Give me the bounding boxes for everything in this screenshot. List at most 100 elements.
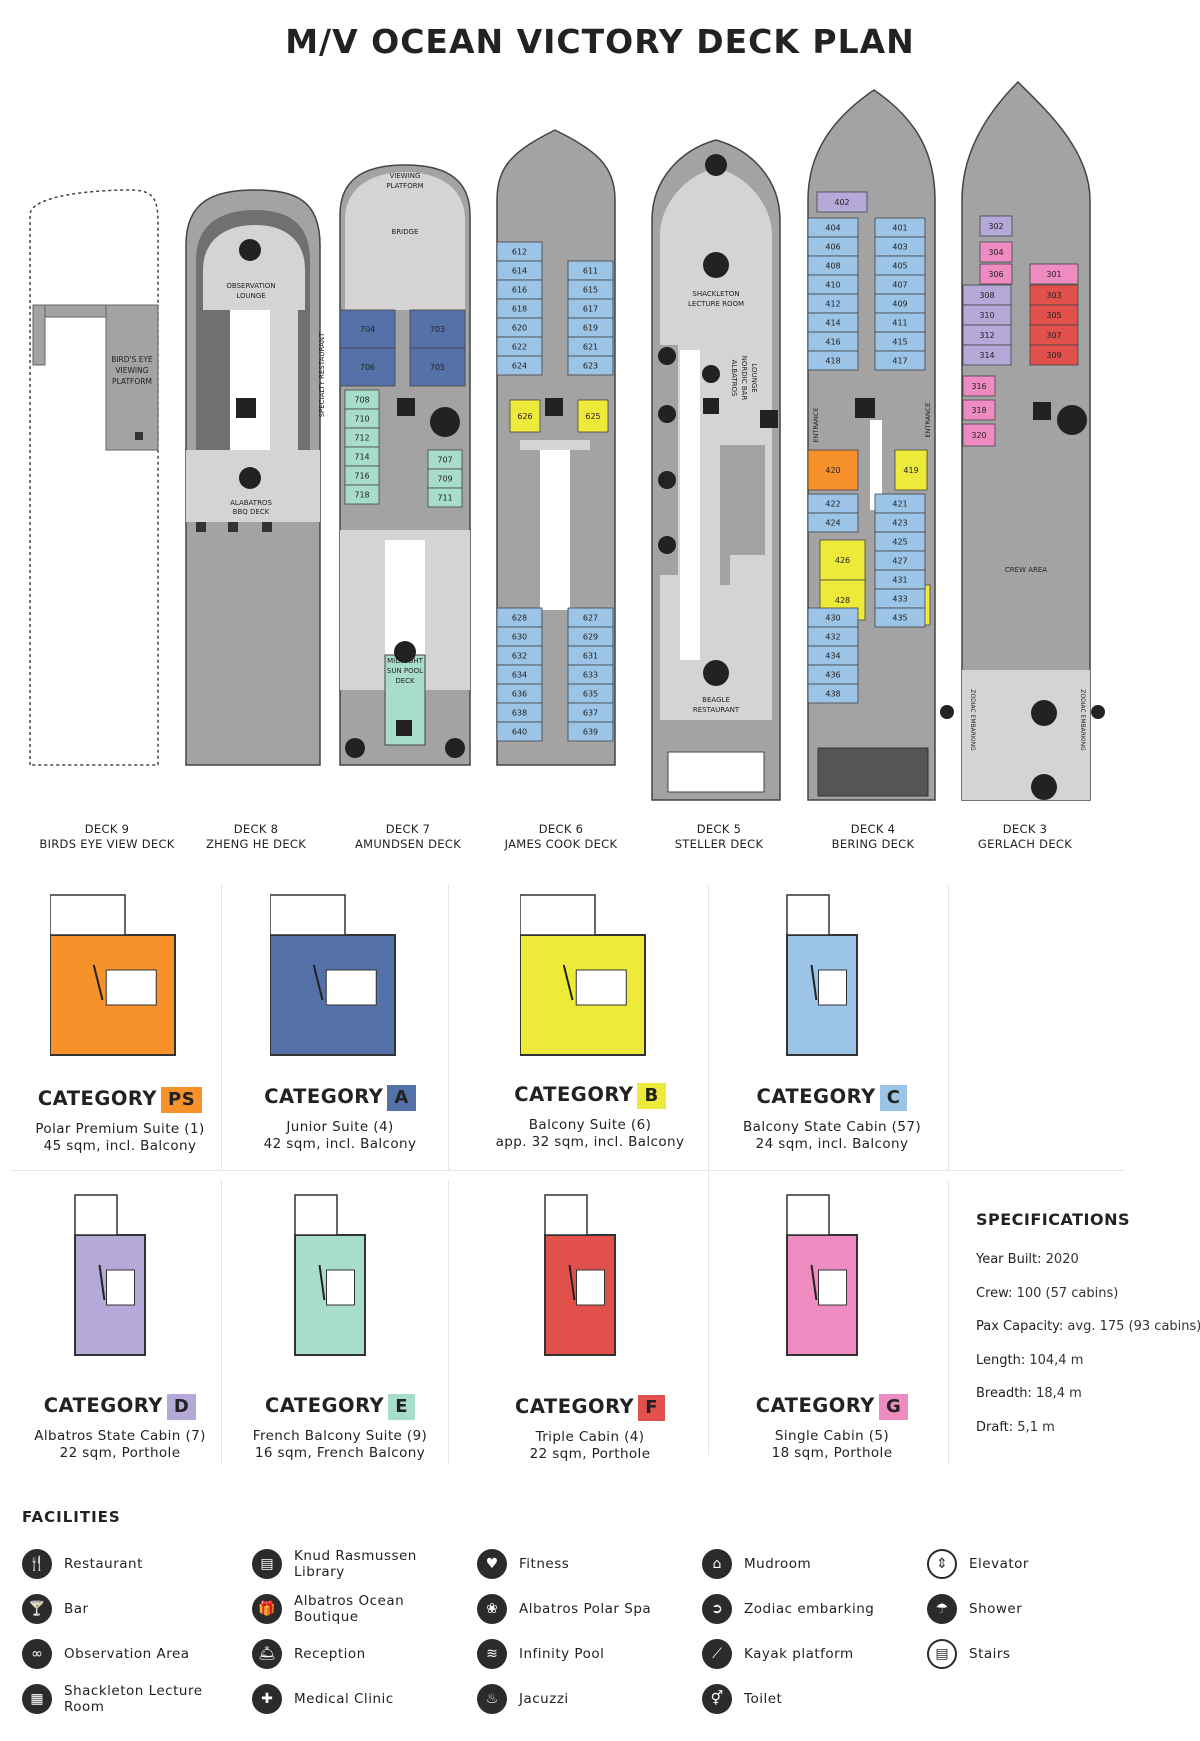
elevator-icon: ⇕ [927,1549,957,1579]
cabin-plan-b [520,894,646,1056]
deck-3-outline: CREW AREA ZODIAC EMBARKING ZODIAC EMBARK… [940,80,1105,801]
cabin-label-318: 318 [971,406,986,415]
deck9-area-2: VIEWING [115,366,148,375]
spec-label: Crew: [976,1285,1013,1301]
deck4-elevator-icon [855,398,875,418]
deck-name: GERLACH DECK [977,837,1073,851]
facility-boutique: 🎁Albatros Ocean Boutique [252,1590,472,1630]
cabin-label-432: 432 [825,633,840,642]
stairs-icon: ▤ [927,1639,957,1669]
cabin-label-420: 420 [825,466,840,475]
deck-5-outline: SHACKLETON LECTURE ROOM ALBATROS NORDIC … [651,139,781,801]
deck8-bbq-binoculars-icon [239,467,261,489]
facility-pool: ≋ Infinity Pool [477,1635,697,1675]
facility-label: Shower [969,1601,1023,1617]
facility-spa-lotus: ❀Albatros Polar Spa [477,1590,697,1630]
deck6-elevator-icon [545,398,563,416]
cabin-label-636: 636 [512,690,527,699]
deck-number: DECK 7 [385,822,431,836]
spec-item: Breadth: 18,4 m [976,1386,1082,1401]
cabin-label-416: 416 [825,338,840,347]
cabin-625 [577,399,609,433]
category-line-1: French Balcony Suite (9) [252,1428,428,1444]
cabin-label-401: 401 [892,224,907,233]
category-line-2: 42 sqm, incl. Balcony [263,1136,417,1152]
library-icon: ▤ [252,1549,282,1579]
category-code-badge: PS [161,1087,203,1113]
category-description-ps: Polar Premium Suite (1)45 sqm, incl. Bal… [0,1121,250,1155]
cabin-plan-e [294,1194,366,1356]
cabin-label-711: 711 [437,494,452,503]
deck3-shower-icon-right [1091,705,1105,719]
cabin-438 [807,683,859,704]
deck-4-outline: ENTRANCE ENTRANCE 4024044064084104124144… [807,89,936,801]
cabin-label-615: 615 [583,286,598,295]
cabin-320 [962,423,996,447]
cabin-420 [807,449,859,491]
cabin-label-714: 714 [354,453,369,462]
cabin-label-620: 620 [512,324,527,333]
cabin-label-703: 703 [430,325,445,334]
cabin-plan-c [786,894,858,1056]
deck3-area-2: ZODIAC EMBARKING [969,689,976,751]
cabin-label-316: 316 [971,382,986,391]
cabin-label-403: 403 [892,243,907,252]
deck8-area-3: SPECIALTY RESTAURANT [318,332,326,418]
cabin-label-312: 312 [979,331,994,340]
facility-label: Restaurant [64,1556,143,1572]
cabin-label-712: 712 [354,434,369,443]
category-description-b: Balcony Suite (6)app. 32 sqm, incl. Balc… [460,1117,720,1151]
cabin-640 [496,721,543,742]
cabin-label-707: 707 [437,456,452,465]
cabin-302 [979,215,1013,237]
category-line-1: Junior Suite (4) [286,1119,394,1135]
deck8-elevator-icon [236,398,256,418]
cabin-label-411: 411 [892,319,907,328]
jacuzzi-icon: ♨ [477,1684,507,1714]
cabin-309 [1029,344,1079,366]
cabin-label-407: 407 [892,281,907,290]
spec-item: Length: 104,4 m [976,1353,1083,1368]
toilet-icon: ⚥ [702,1684,732,1714]
cabin-624 [496,355,543,376]
cabin-label-302: 302 [988,222,1003,231]
pool-icon: ≋ [477,1639,507,1669]
cabin-label-412: 412 [825,300,840,309]
specifications-title: SPECIFICATIONS [976,1210,1131,1229]
deck8-area-5: BBQ DECK [233,508,270,516]
facility-label: Medical Clinic [294,1691,394,1707]
facility-label: Knud Rasmussen Library [294,1548,417,1580]
deck-name: BIRDS EYE VIEW DECK [39,837,175,851]
facility-label: Infinity Pool [519,1646,605,1662]
cabin-plan-f [544,1194,616,1356]
category-label: CATEGORY [265,1394,385,1417]
category-line-2: 16 sqm, French Balcony [254,1445,426,1461]
deck5-lecture-room-icon [703,252,729,278]
facility-label: Observation Area [64,1646,190,1662]
facility-shower: ☂Shower [927,1590,1147,1630]
cabin-314 [962,344,1012,366]
spec-value: 18,4 m [1031,1386,1082,1401]
facility-toilet: ⚥Toilet [702,1680,922,1720]
deck-7-outline: VIEWING PLATFORM BRIDGE MIDNIGHT SUN POO… [339,164,471,766]
deck-name: ZHENG HE DECK [205,837,307,851]
cabin-label-428: 428 [835,596,850,605]
deck7-area-5: SUN POOL [387,667,423,675]
cabin-label-320: 320 [971,431,986,440]
cabin-label-435: 435 [892,614,907,623]
deck5-area-5: LOUNGE [750,363,758,392]
cabin-304 [979,241,1013,263]
cabin-623 [567,355,614,376]
lecture-room-icon: ▦ [22,1684,52,1714]
deck3-mudroom-icon [1031,700,1057,726]
category-code-badge: B [637,1083,666,1109]
cabin-label-716: 716 [354,472,369,481]
cabin-label-617: 617 [583,305,598,314]
category-label: CATEGORY [515,1395,635,1418]
